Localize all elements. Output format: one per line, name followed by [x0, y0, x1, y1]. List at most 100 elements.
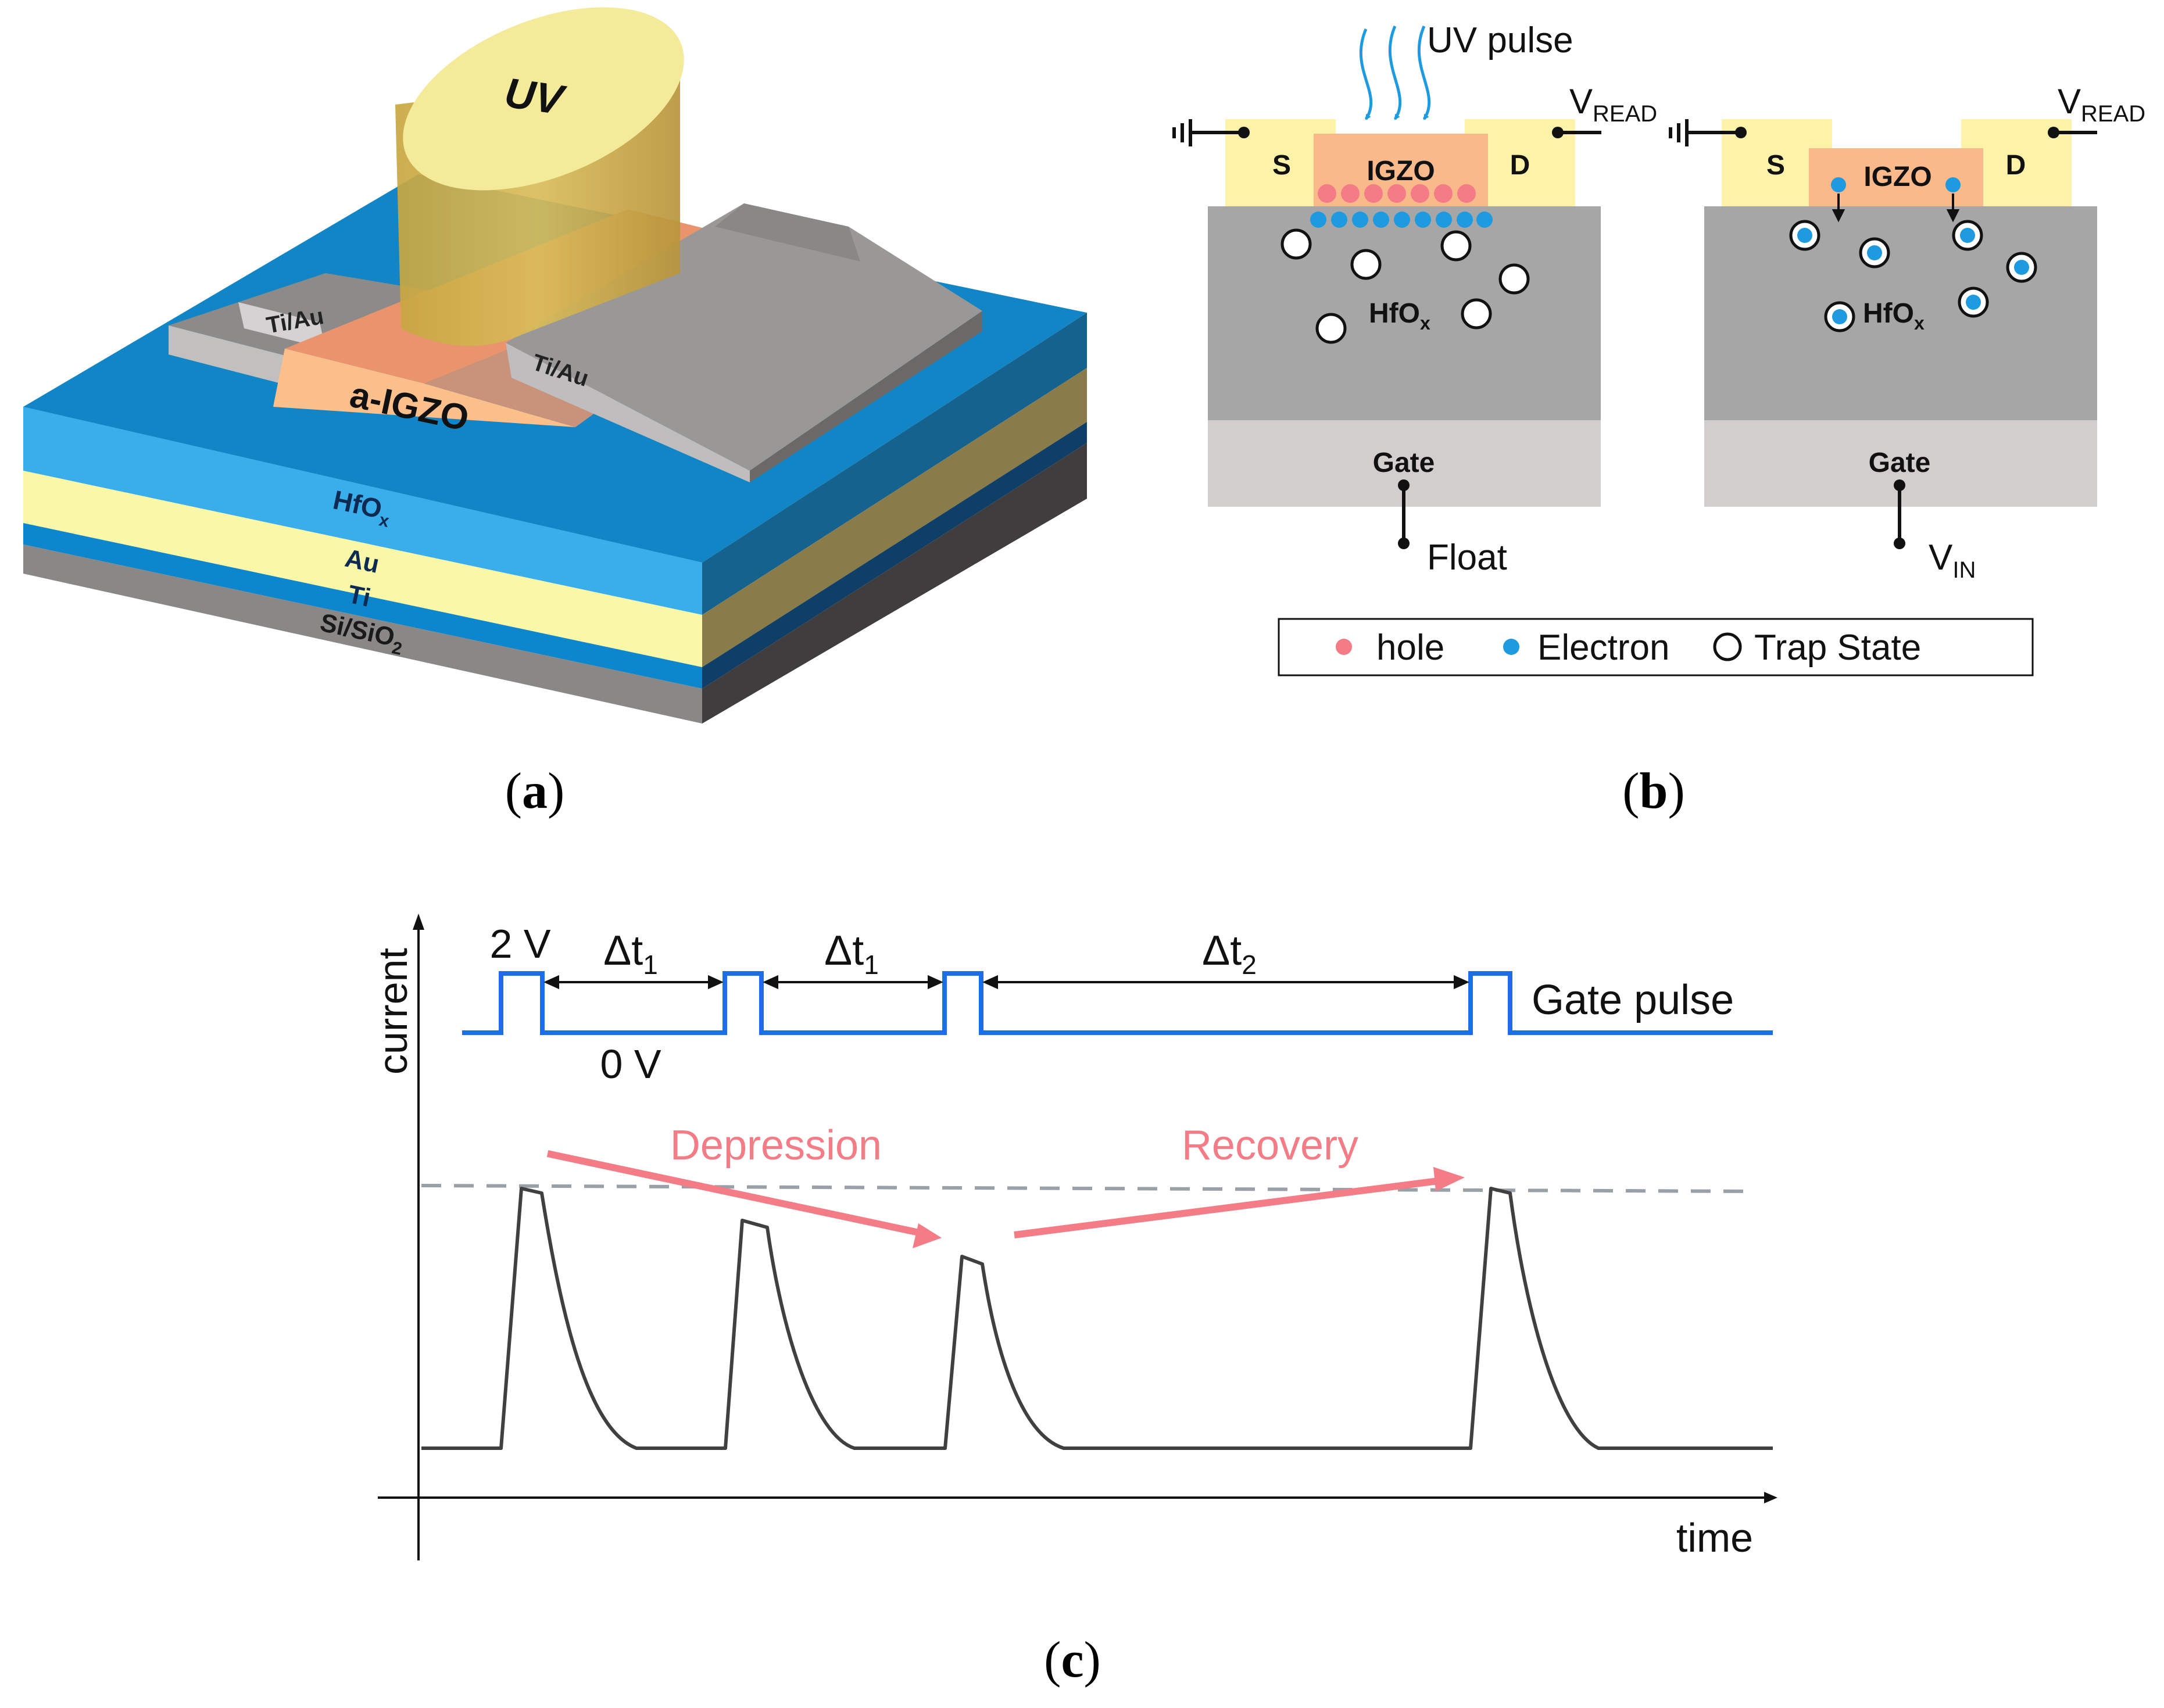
legend-hole-marker	[1336, 639, 1352, 655]
hole	[1434, 184, 1453, 203]
legend: hole Electron Trap State	[1278, 618, 2034, 676]
source-node-right	[1735, 127, 1747, 138]
contact-right-front	[506, 343, 750, 482]
dielectric-left-label: HfOx	[1369, 298, 1430, 334]
ti-layer-left	[23, 523, 702, 689]
drain-node-right	[2048, 127, 2059, 138]
electron	[1310, 212, 1326, 228]
trap-state	[1440, 230, 1472, 262]
panel-b-mechanism: UV pulse S D IGZO	[1172, 20, 2145, 819]
legend-trap-marker	[1713, 632, 1742, 661]
interval-arrows	[543, 975, 1469, 990]
trapped-electron	[1966, 295, 1981, 310]
uv-pulse-label: UV pulse	[1427, 20, 1573, 60]
vread-right-text: V	[2058, 82, 2081, 121]
dt1-second-label: Δt1	[824, 928, 879, 980]
trap-state	[1280, 228, 1312, 260]
gate-float-label: Float	[1427, 538, 1507, 578]
dt2-label: Δt2	[1202, 928, 1257, 980]
drain-right-label: D	[2006, 150, 2026, 181]
hfox-layer-left	[23, 407, 702, 615]
dielectric-left-sub: x	[1420, 313, 1430, 334]
substrate-layer-left	[23, 545, 702, 724]
panel-a-caption-letter: a	[522, 763, 548, 819]
dt1-first-text: Δt	[603, 928, 643, 974]
trapped-electron	[2014, 260, 2029, 275]
y-axis-arrowhead	[413, 914, 424, 930]
drain-left-label: D	[1510, 150, 1530, 181]
trapped-electron	[1797, 228, 1812, 243]
uv-ray-2	[1388, 26, 1402, 120]
igzo-front-side	[273, 349, 424, 407]
panel-b-caption-close: )	[1668, 763, 1684, 819]
electron	[1457, 212, 1473, 228]
legend-electron-label: Electron	[1537, 628, 1669, 668]
depression-arrow	[546, 1150, 931, 1238]
vin-sub: IN	[1952, 557, 1976, 583]
electrons-row	[1310, 212, 1493, 228]
panel-a-caption: (a)	[505, 763, 565, 819]
empty-traps	[1280, 228, 1530, 344]
dt1-second-text: Δt	[824, 928, 864, 974]
electron	[1831, 177, 1846, 192]
electron	[1415, 212, 1431, 228]
dielectric-right-sub: x	[1914, 313, 1925, 334]
reference-dashed-line	[421, 1184, 1753, 1193]
dt2-sub: 2	[1242, 950, 1257, 980]
panel-a-caption-close: )	[548, 763, 564, 819]
drain-node-left	[1552, 127, 1564, 138]
hole	[1387, 184, 1406, 203]
dielectric-right-label: HfOx	[1863, 298, 1925, 334]
dt1-first-sub: 1	[643, 950, 658, 980]
uv-cylinder-top	[403, 7, 684, 191]
hole	[1457, 184, 1476, 203]
gate-vin-label: VIN	[1929, 538, 1976, 583]
panel-b-caption-open: (	[1622, 763, 1639, 819]
ground-icon	[1172, 119, 1192, 146]
panel-b-caption-letter: b	[1640, 763, 1668, 819]
gate-terminal-right	[1894, 538, 1905, 549]
electron	[1373, 212, 1389, 228]
trapped-electron	[1867, 245, 1882, 260]
dielectric-right	[1704, 206, 2097, 420]
trap-state	[1498, 263, 1530, 295]
dielectric-right-text: HfO	[1863, 298, 1914, 329]
vread-right-label: VREAD	[2058, 82, 2145, 127]
igzo-right-label: IGZO	[1863, 162, 1931, 192]
electron	[1331, 212, 1347, 228]
gate-left-label: Gate	[1373, 447, 1435, 478]
panel-a-caption-open: (	[505, 763, 522, 819]
au-layer-label: Au	[342, 544, 382, 579]
contact-right-top	[506, 203, 982, 471]
hole	[1341, 184, 1360, 203]
device-left: S D IGZO	[1172, 82, 1657, 578]
au-layer-left	[23, 471, 702, 667]
ground-icon	[1669, 119, 1689, 146]
legend-box	[1278, 618, 2034, 676]
substrate-layer-right	[702, 443, 1087, 724]
device-right: S D IGZO HfOx Gate	[1669, 82, 2145, 583]
gate-terminal-left	[1398, 538, 1410, 549]
recovery-label: Recovery	[1182, 1122, 1358, 1169]
pulse-high-label: 2 V	[489, 921, 550, 966]
electron-drift-arrows	[1832, 194, 1960, 223]
gate-right-label: Gate	[1869, 447, 1931, 478]
au-layer-right	[702, 368, 1087, 667]
panel-c-caption: (c)	[1044, 1632, 1101, 1688]
legend-hole-label: hole	[1376, 628, 1444, 668]
electron	[1436, 212, 1452, 228]
dt1-first-label: Δt1	[603, 928, 658, 980]
source-node-left	[1238, 127, 1250, 138]
hfox-subscript: x	[377, 510, 391, 531]
dt2-text: Δt	[1202, 928, 1242, 974]
electron	[1352, 212, 1368, 228]
depression-label: Depression	[670, 1122, 882, 1169]
electron	[1394, 212, 1410, 228]
panel-c-caption-letter: c	[1061, 1632, 1083, 1688]
legend-electron-marker	[1503, 639, 1519, 655]
hole	[1364, 184, 1383, 203]
panel-b-caption: (b)	[1622, 763, 1685, 819]
source-right-label: S	[1766, 150, 1785, 181]
trap-state	[1461, 298, 1492, 330]
